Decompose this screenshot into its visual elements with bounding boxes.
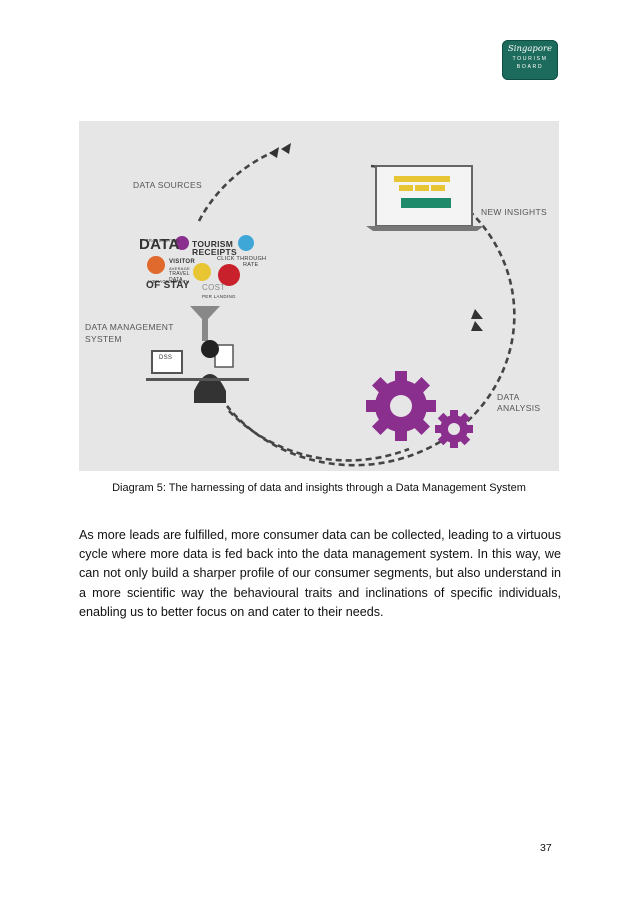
- laptop-icon: [366, 165, 484, 231]
- arrow-right-icon: [471, 309, 483, 331]
- data-word-rate: RATE: [243, 262, 259, 268]
- data-cycle-diagram: DATA SOURCES NEW INSIGHTS DATA MANAGEMEN…: [79, 121, 559, 471]
- gear-large-icon: [366, 371, 436, 441]
- arrow-top-icon: [269, 143, 291, 158]
- data-management-system-icon: [146, 306, 249, 403]
- data-word-travel: TRAVEL: [169, 271, 190, 277]
- data-word-receipts: RECEIPTS: [192, 247, 237, 257]
- logo-tourism-text: TOURISM: [512, 56, 548, 62]
- body-paragraph: As more leads are fulfilled, more consum…: [79, 528, 561, 619]
- data-analysis-label: DATA ANALYSIS: [497, 392, 541, 413]
- page-number: 37: [540, 842, 552, 854]
- logo-script-text: Singapore: [507, 44, 553, 54]
- data-word-average-length: AVERAGE LENGTH: [147, 279, 190, 284]
- data-word-of-stay: OF STAY: [146, 280, 190, 291]
- data-sources-cluster: [147, 235, 254, 286]
- data-word-visitor: VISITOR: [169, 259, 195, 265]
- logo-board-text: BOARD: [516, 64, 544, 70]
- singapore-tourism-board-logo: Singapore TOURISM BOARD: [502, 40, 558, 80]
- dms-label-line2: SYSTEM: [85, 334, 122, 344]
- dss-screen-label: DSS: [159, 355, 173, 361]
- cycle-dashed-arc: [225, 164, 516, 467]
- cycle-dashed-arc-left: [197, 151, 272, 222]
- data-word-per-landing: PER LANDING: [202, 294, 236, 299]
- cycle-dashed-arc-bottom: [228, 410, 410, 462]
- figure-caption: Diagram 5: The harnessing of data and in…: [112, 482, 526, 494]
- diagram-graphics: [146, 143, 516, 467]
- data-word-cost: COST: [202, 283, 226, 292]
- gear-small-icon: [435, 410, 473, 448]
- data-word-data: DATA: [139, 236, 180, 253]
- data-sources-label: DATA SOURCES: [133, 180, 202, 190]
- data-word-transaction: TRANSACTION: [146, 238, 180, 243]
- new-insights-label: NEW INSIGHTS: [481, 207, 547, 217]
- data-word-click-through: CLICK THROUGH: [217, 256, 267, 262]
- data-word-tourism: TOURISM: [192, 239, 234, 249]
- data-word-data-small: DATA: [169, 277, 183, 283]
- data-word-average: AVERAGE: [169, 266, 191, 271]
- dms-label-line1: DATA MANAGEMENT: [85, 322, 174, 332]
